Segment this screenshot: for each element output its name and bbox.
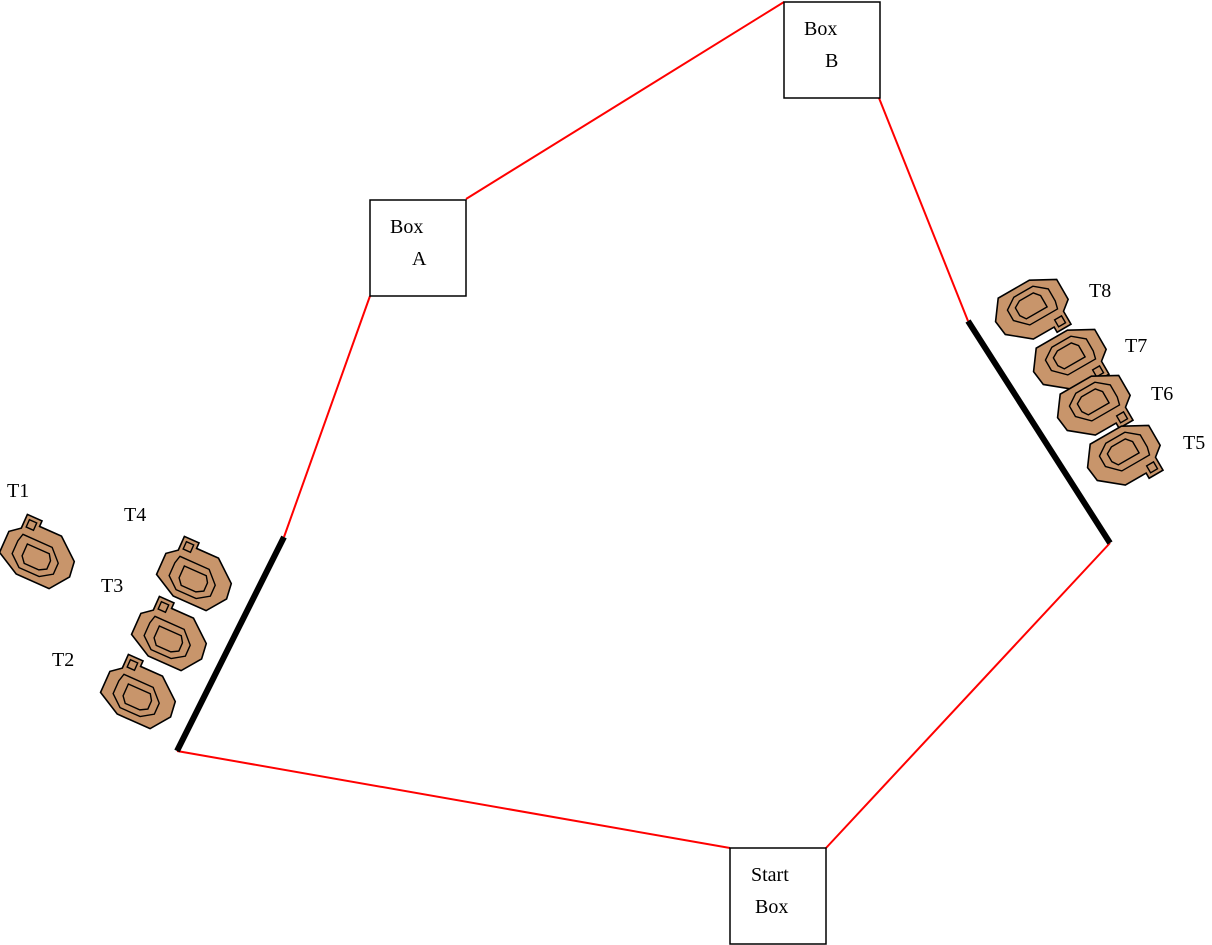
target-label-t4: T4 [124, 504, 146, 526]
steel-silhouette-target-icon [0, 510, 86, 594]
box-a: Box A [370, 200, 466, 296]
course-line-start-to-left-wall [177, 751, 730, 848]
course-line-left-wall-to-box-a [284, 296, 370, 537]
target-label-t8: T8 [1089, 280, 1111, 302]
box-b-label-line1: Box [804, 18, 837, 40]
target-label-t3: T3 [101, 575, 123, 597]
target-label-t7: T7 [1125, 335, 1147, 357]
course-line-box-a-to-box-b [466, 2, 784, 199]
box-a-label-line1: Box [390, 216, 423, 238]
course-line-start-to-right-wall [826, 543, 1110, 848]
start-box-label-line2: Box [755, 896, 788, 918]
box-a-label-line2: A [412, 248, 427, 270]
course-line-box-b-to-right-wall [879, 98, 968, 321]
box-b: Box B [784, 2, 880, 98]
target-t4: T4 [124, 504, 243, 616]
start-box-label-line1: Start [751, 864, 789, 886]
target-label-t2: T2 [52, 649, 74, 671]
target-label-t5: T5 [1183, 432, 1205, 454]
target-t1: T1 [0, 480, 86, 594]
box-b-label-line2: B [825, 50, 838, 72]
start-box: Start Box [730, 848, 826, 944]
target-label-t1: T1 [7, 480, 29, 502]
target-label-t6: T6 [1151, 383, 1173, 405]
